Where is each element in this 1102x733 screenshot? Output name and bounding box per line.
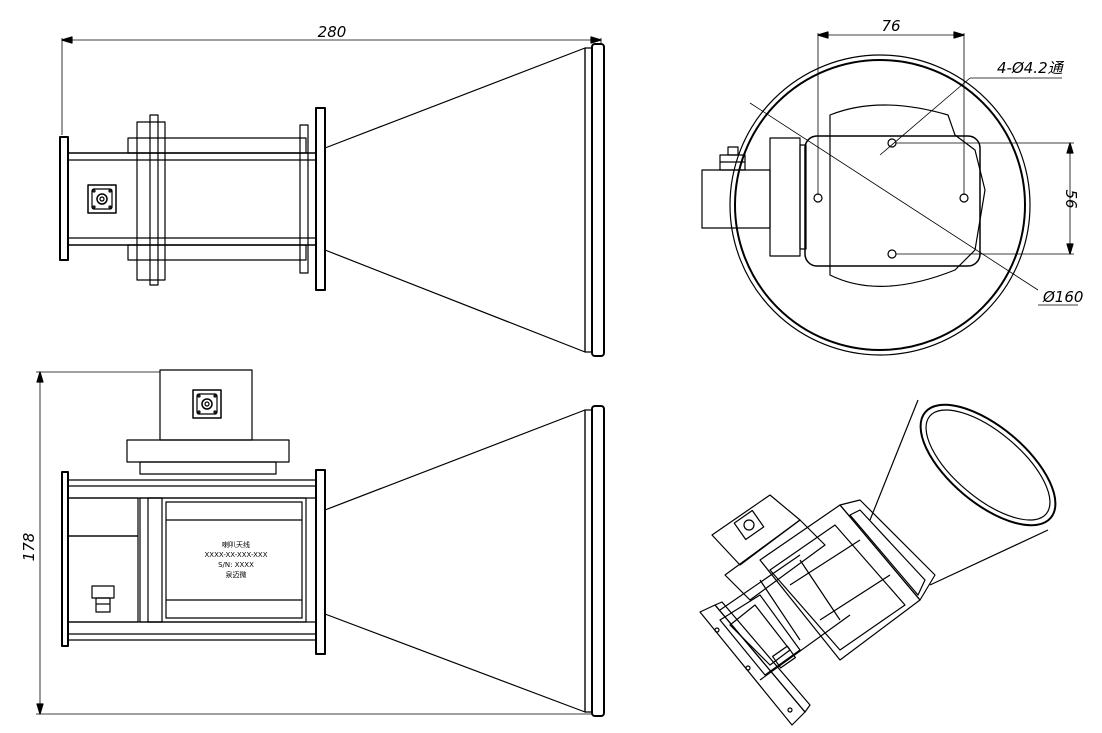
isometric-view xyxy=(699,399,1057,726)
nameplate: 喇叭天线 XXXX-XX-XXX-XXX S/N: XXXX 泉迈微 xyxy=(204,540,267,579)
end-view xyxy=(701,31,1078,356)
hole-callout-label: 4-Ø4.2通 xyxy=(997,59,1065,77)
height-dimension-label: 178 xyxy=(20,533,38,562)
nameplate-line1: 喇叭天线 xyxy=(222,540,250,549)
nameplate-line2: XXXX-XX-XXX-XXX xyxy=(204,551,267,559)
hole-spacing-horizontal-label: 76 xyxy=(881,17,900,35)
hole-spacing-vertical-label: 56 xyxy=(1062,189,1080,208)
height-dimension xyxy=(36,371,592,715)
length-dimension xyxy=(61,36,602,135)
top-view xyxy=(59,43,605,357)
connector-square xyxy=(87,184,117,214)
front-view xyxy=(61,369,605,717)
length-dimension-label: 280 xyxy=(318,23,347,41)
nameplate-line3: S/N: XXXX xyxy=(218,561,254,569)
nameplate-line4: 泉迈微 xyxy=(226,570,247,579)
outer-diameter-label: Ø160 xyxy=(1042,288,1083,306)
